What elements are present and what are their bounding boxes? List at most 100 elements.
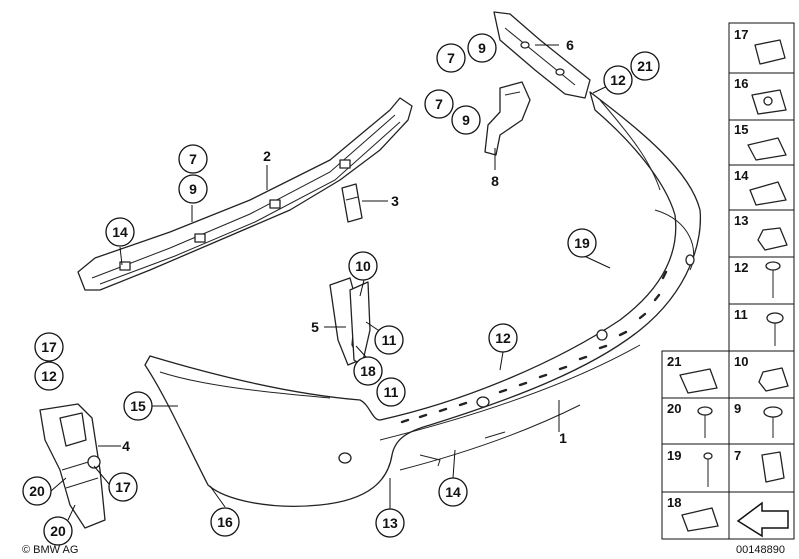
callout-label: 8 xyxy=(491,173,499,189)
callout-label: 20 xyxy=(29,483,45,499)
callout-18[interactable]: 18 xyxy=(353,356,383,386)
callout-label: 12 xyxy=(41,368,57,384)
legend-label: 9 xyxy=(734,401,741,416)
long-bracket-part[interactable] xyxy=(77,97,413,291)
callout-label: 19 xyxy=(574,235,590,251)
callout-label: 3 xyxy=(391,193,399,209)
callout-14a[interactable]: 14 xyxy=(105,217,135,247)
callout-label: 21 xyxy=(637,58,653,74)
callout-label: 7 xyxy=(189,151,197,167)
legend-label: 13 xyxy=(734,213,748,228)
callout-label: 4 xyxy=(122,438,130,454)
callout-20a[interactable]: 20 xyxy=(22,476,52,506)
legend-label: 21 xyxy=(667,354,681,369)
legend-label: 7 xyxy=(734,448,741,463)
callout-10a[interactable]: 10 xyxy=(348,251,378,281)
legend-item-17[interactable]: 17 xyxy=(728,22,795,74)
callout-1[interactable]: 1 xyxy=(559,430,567,446)
callout-6[interactable]: 6 xyxy=(566,37,574,53)
callout-11b[interactable]: 11 xyxy=(376,377,406,407)
arrow-icon xyxy=(736,501,789,538)
legend-label: 19 xyxy=(667,448,681,463)
callout-7a[interactable]: 7 xyxy=(436,43,466,73)
callout-label: 17 xyxy=(41,339,57,355)
callout-label: 10 xyxy=(355,258,371,274)
legend-label: 20 xyxy=(667,401,681,416)
callout-label: 9 xyxy=(462,112,470,128)
callout-17b[interactable]: 17 xyxy=(108,472,138,502)
bumper-cover-part[interactable] xyxy=(144,91,702,507)
callout-11a[interactable]: 11 xyxy=(374,325,404,355)
legend-item-16[interactable]: 16 xyxy=(728,72,795,121)
legend-item-13[interactable]: 13 xyxy=(728,209,795,258)
callout-17a[interactable]: 17 xyxy=(34,332,64,362)
callout-15[interactable]: 15 xyxy=(123,391,153,421)
legend-label: 10 xyxy=(734,354,748,369)
callout-label: 14 xyxy=(445,484,461,500)
legend-item-15[interactable]: 15 xyxy=(728,119,795,166)
callout-label: 1 xyxy=(559,430,567,446)
callout-7b[interactable]: 7 xyxy=(424,89,454,119)
callout-4[interactable]: 4 xyxy=(122,438,130,454)
bracket-8-part[interactable] xyxy=(484,81,531,156)
legend-item-21[interactable]: 21 xyxy=(661,350,730,399)
callout-label: 9 xyxy=(478,40,486,56)
callout-label: 9 xyxy=(189,181,197,197)
legend-label: 12 xyxy=(734,260,748,275)
callout-label: 7 xyxy=(447,50,455,66)
legend-item-9[interactable]: 9 xyxy=(728,397,795,445)
callout-5[interactable]: 5 xyxy=(311,319,319,335)
legend-item-12[interactable]: 12 xyxy=(728,256,795,305)
callout-9a[interactable]: 9 xyxy=(467,33,497,63)
callout-label: 6 xyxy=(566,37,574,53)
callout-14b[interactable]: 14 xyxy=(438,477,468,507)
callout-label: 18 xyxy=(360,363,376,379)
legend-label: 15 xyxy=(734,122,748,137)
bumper-hatch-marks xyxy=(400,270,668,424)
callout-label: 17 xyxy=(115,479,131,495)
callout-19[interactable]: 19 xyxy=(567,228,597,258)
callout-3[interactable]: 3 xyxy=(391,193,399,209)
callout-label: 16 xyxy=(217,514,233,530)
legend-label: 11 xyxy=(734,307,748,322)
callout-label: 11 xyxy=(382,332,397,348)
legend-item-20[interactable]: 20 xyxy=(661,397,730,445)
diagram-id: 00148890 xyxy=(736,544,785,556)
legend-item-10[interactable]: 10 xyxy=(728,350,795,399)
callout-7c[interactable]: 7 xyxy=(178,144,208,174)
callout-9b[interactable]: 9 xyxy=(451,105,481,135)
legend-item-18[interactable]: 18 xyxy=(661,491,730,540)
callout-label: 5 xyxy=(311,319,319,335)
legend-panel: 17 16 15 14 13 12 xyxy=(661,22,795,540)
small-clip-part[interactable] xyxy=(341,183,363,223)
callout-label: 20 xyxy=(50,523,66,539)
callout-13[interactable]: 13 xyxy=(375,508,405,538)
callout-12c[interactable]: 12 xyxy=(34,361,64,391)
legend-label: 17 xyxy=(734,27,748,42)
callout-8[interactable]: 8 xyxy=(491,173,499,189)
callout-2[interactable]: 2 xyxy=(263,148,271,164)
callout-12a[interactable]: 12 xyxy=(603,65,633,95)
callout-9c[interactable]: 9 xyxy=(178,174,208,204)
leader-lines xyxy=(50,44,621,521)
callout-21a[interactable]: 21 xyxy=(630,51,660,81)
vertical-bracket-part[interactable] xyxy=(329,277,371,366)
callout-12b[interactable]: 12 xyxy=(488,323,518,353)
legend-item-blank-arrow xyxy=(728,491,795,540)
callout-20b[interactable]: 20 xyxy=(43,516,73,546)
callout-16[interactable]: 16 xyxy=(210,507,240,537)
callout-label: 2 xyxy=(263,148,271,164)
legend-label: 14 xyxy=(734,168,749,183)
legend-item-7[interactable]: 7 xyxy=(728,443,795,493)
legend-item-11[interactable]: 11 xyxy=(728,303,795,352)
legend-label: 16 xyxy=(734,76,748,91)
legend-item-14[interactable]: 14 xyxy=(728,164,795,211)
side-bracket-part[interactable] xyxy=(39,403,106,529)
callout-label: 14 xyxy=(112,224,128,240)
callout-label: 12 xyxy=(495,330,511,346)
upper-rail-part[interactable] xyxy=(493,11,591,99)
legend-item-19[interactable]: 19 xyxy=(661,443,730,493)
callout-label: 11 xyxy=(384,384,399,400)
